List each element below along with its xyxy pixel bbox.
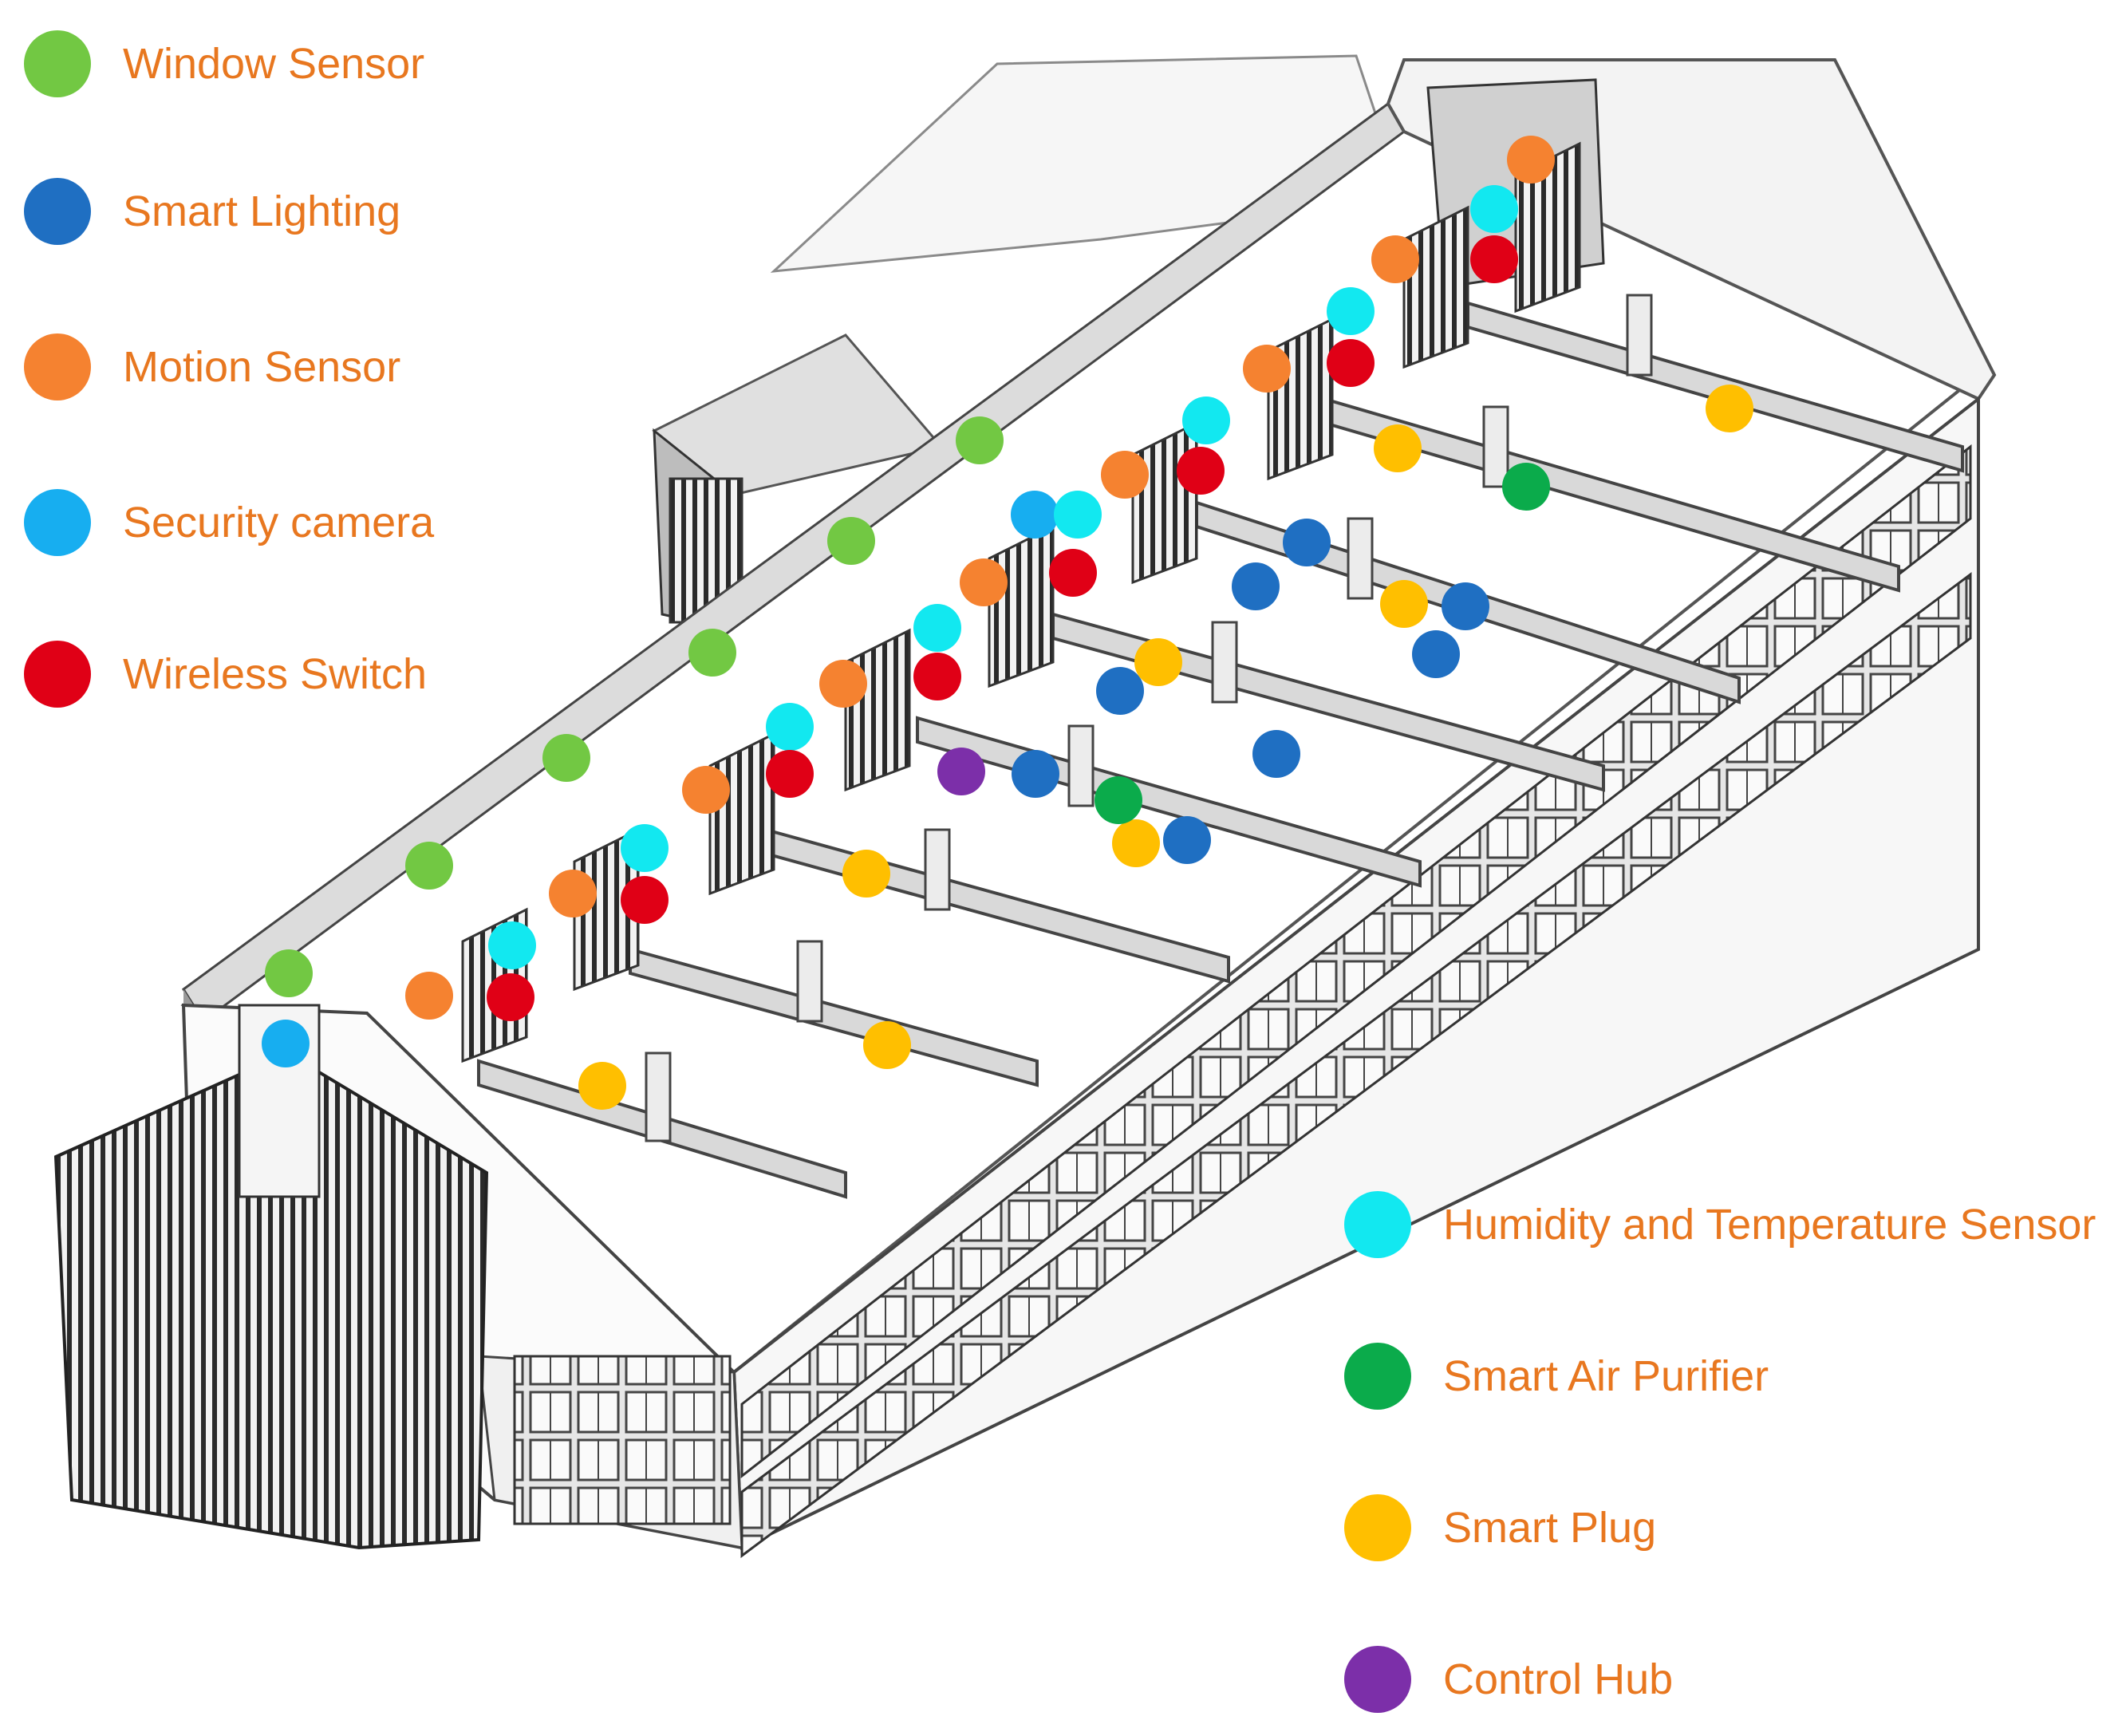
device-marker-plug bbox=[1134, 638, 1182, 686]
device-marker-motion bbox=[960, 558, 1008, 606]
legend-label-motion: Motion Sensor bbox=[123, 343, 401, 391]
device-marker-humidity bbox=[1182, 397, 1230, 444]
device-marker-plug bbox=[842, 850, 890, 898]
legend-label-window: Window Sensor bbox=[123, 40, 425, 88]
device-marker-motion bbox=[1243, 345, 1291, 393]
device-marker-window bbox=[956, 416, 1004, 464]
legend-swatch-switch bbox=[24, 641, 91, 708]
device-marker-humidity bbox=[913, 604, 961, 652]
legend-item-motion: Motion Sensor bbox=[24, 331, 400, 403]
legend-swatch-humidity bbox=[1344, 1191, 1411, 1258]
device-marker-motion bbox=[819, 660, 867, 708]
device-marker-light bbox=[1442, 582, 1489, 630]
legend-swatch-security bbox=[24, 489, 91, 556]
device-marker-security bbox=[1011, 491, 1059, 539]
device-marker-plug bbox=[1706, 385, 1753, 432]
device-marker-switch bbox=[1470, 235, 1518, 283]
legend-item-purifier: Smart Air Purifier bbox=[1344, 1340, 1769, 1412]
legend-label-plug: Smart Plug bbox=[1443, 1504, 1657, 1552]
legend-label-humidity: Humidity and Temperature Sensor bbox=[1443, 1201, 2096, 1249]
legend-label-hub: Control Hub bbox=[1443, 1655, 1674, 1703]
legend-item-light: Smart Lighting bbox=[24, 176, 400, 247]
device-marker-humidity bbox=[488, 921, 536, 969]
device-marker-light bbox=[1096, 667, 1144, 715]
device-marker-motion bbox=[1507, 136, 1555, 183]
legend-item-plug: Smart Plug bbox=[1344, 1492, 1656, 1564]
legend-label-switch: Wireless Switch bbox=[123, 650, 428, 698]
device-marker-purifier bbox=[1095, 776, 1142, 824]
device-marker-window bbox=[542, 734, 590, 782]
device-marker-switch bbox=[1177, 447, 1225, 495]
device-marker-window bbox=[827, 517, 875, 565]
device-marker-motion bbox=[405, 972, 453, 1020]
device-marker-window bbox=[688, 629, 736, 677]
device-markers bbox=[262, 136, 1753, 1110]
device-marker-switch bbox=[766, 750, 814, 798]
device-marker-motion bbox=[549, 870, 597, 917]
legend-label-purifier: Smart Air Purifier bbox=[1443, 1352, 1769, 1400]
device-marker-purifier bbox=[1502, 463, 1550, 511]
device-marker-light bbox=[1252, 730, 1300, 778]
device-marker-motion bbox=[1371, 235, 1419, 283]
device-marker-switch bbox=[621, 876, 669, 924]
device-marker-light bbox=[1012, 750, 1059, 798]
columns bbox=[645, 294, 1653, 1142]
legend-label-light: Smart Lighting bbox=[123, 187, 401, 235]
device-marker-window bbox=[405, 842, 453, 890]
legend-swatch-light bbox=[24, 178, 91, 245]
device-marker-motion bbox=[682, 766, 730, 814]
device-marker-humidity bbox=[1327, 287, 1375, 335]
legend-item-hub: Control Hub bbox=[1344, 1643, 1673, 1715]
legend-swatch-purifier bbox=[1344, 1343, 1411, 1410]
device-marker-hub bbox=[937, 748, 985, 795]
legend-item-security: Security camera bbox=[24, 487, 434, 558]
device-marker-humidity bbox=[766, 703, 814, 751]
device-marker-plug bbox=[1112, 819, 1160, 867]
device-marker-humidity bbox=[1470, 185, 1518, 233]
legend-swatch-motion bbox=[24, 333, 91, 400]
legend-label-security: Security camera bbox=[123, 499, 435, 546]
device-marker-light bbox=[1283, 519, 1331, 566]
device-marker-security bbox=[262, 1020, 310, 1067]
legend-swatch-hub bbox=[1344, 1646, 1411, 1713]
legend-item-switch: Wireless Switch bbox=[24, 638, 427, 710]
legend-swatch-plug bbox=[1344, 1494, 1411, 1561]
legend-item-humidity: Humidity and Temperature Sensor bbox=[1344, 1189, 2096, 1261]
device-marker-plug bbox=[863, 1021, 911, 1069]
device-marker-motion bbox=[1101, 451, 1149, 499]
device-marker-switch bbox=[1049, 549, 1097, 597]
device-marker-plug bbox=[578, 1062, 626, 1110]
device-marker-switch bbox=[913, 653, 961, 700]
device-marker-plug bbox=[1380, 580, 1428, 628]
device-marker-light bbox=[1163, 816, 1211, 864]
device-marker-humidity bbox=[621, 824, 669, 872]
device-marker-switch bbox=[1327, 339, 1375, 387]
device-marker-humidity bbox=[1054, 491, 1102, 539]
legend-item-window: Window Sensor bbox=[24, 28, 424, 100]
device-marker-window bbox=[265, 949, 313, 997]
legend-swatch-window bbox=[24, 30, 91, 97]
device-marker-light bbox=[1412, 630, 1460, 678]
device-marker-plug bbox=[1374, 424, 1422, 472]
device-marker-light bbox=[1232, 562, 1280, 610]
device-marker-switch bbox=[487, 973, 534, 1021]
